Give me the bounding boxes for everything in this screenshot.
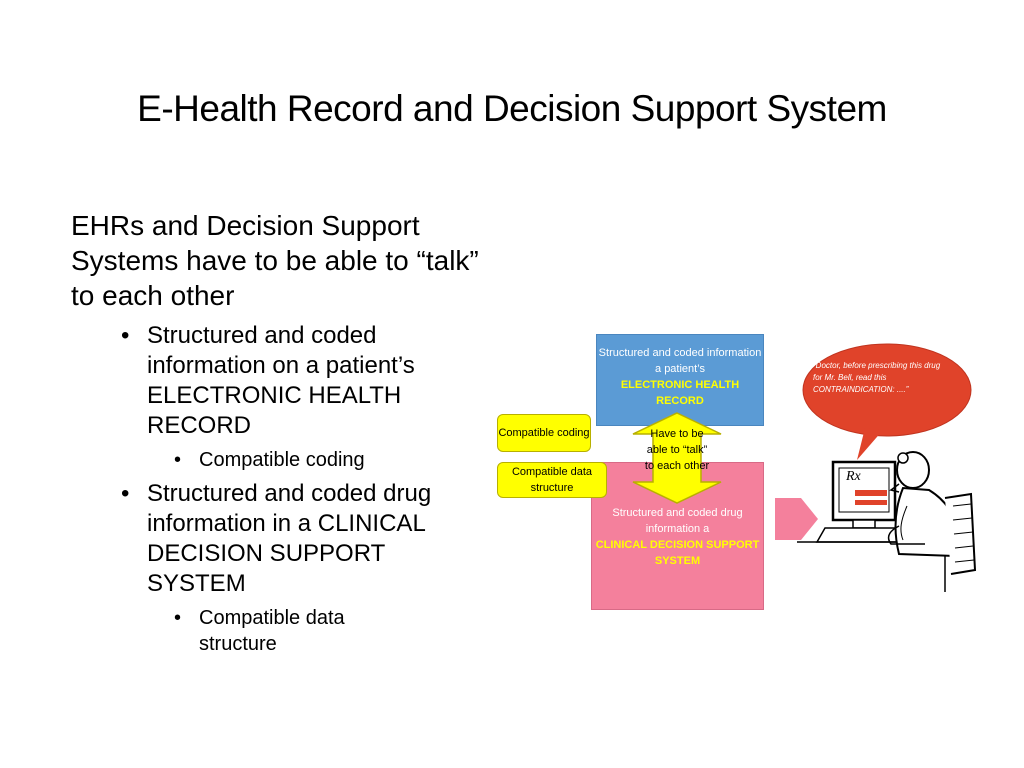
bullet-cdss: Structured and coded drug information in…: [121, 479, 447, 599]
intro-paragraph: EHRs and Decision Support Systems have t…: [71, 210, 479, 311]
cdss-box-text: Structured and coded drug information a: [612, 507, 743, 535]
ehr-box-highlight: ELECTRONIC HEALTH RECORD: [620, 379, 740, 407]
sub-bullet-compatible-data-structure: Compatible data structure: [174, 605, 419, 657]
rx-symbol: Rx: [846, 469, 861, 484]
cdss-box-highlight: CLINICAL DECISION SUPPORT SYSTEM: [595, 539, 760, 567]
right-arrow-icon: [775, 498, 818, 540]
ehr-box: Structured and coded information a patie…: [596, 334, 764, 426]
compatible-data-structure-label: Compatible data structure: [497, 462, 607, 498]
slide-title: E-Health Record and Decision Support Sys…: [137, 88, 887, 129]
ehr-cdss-diagram: Structured and coded information a patie…: [495, 330, 985, 620]
ehr-box-text: Structured and coded information a patie…: [598, 347, 762, 375]
speech-bubble-text: “Doctor, before prescribing this drug fo…: [813, 361, 941, 394]
talk-arrow-label: Have to be able to “talk” to each other: [644, 428, 710, 472]
compatible-coding-label: Compatible coding: [497, 414, 591, 452]
sub-bullet-compatible-coding: Compatible coding: [174, 447, 419, 473]
bullet-ehr: Structured and coded information on a pa…: [121, 321, 447, 441]
double-arrow-icon: [632, 412, 722, 504]
doctor-at-computer-illustration: [797, 343, 977, 592]
slide-body: EHRs and Decision Support Systems have t…: [71, 208, 491, 663]
